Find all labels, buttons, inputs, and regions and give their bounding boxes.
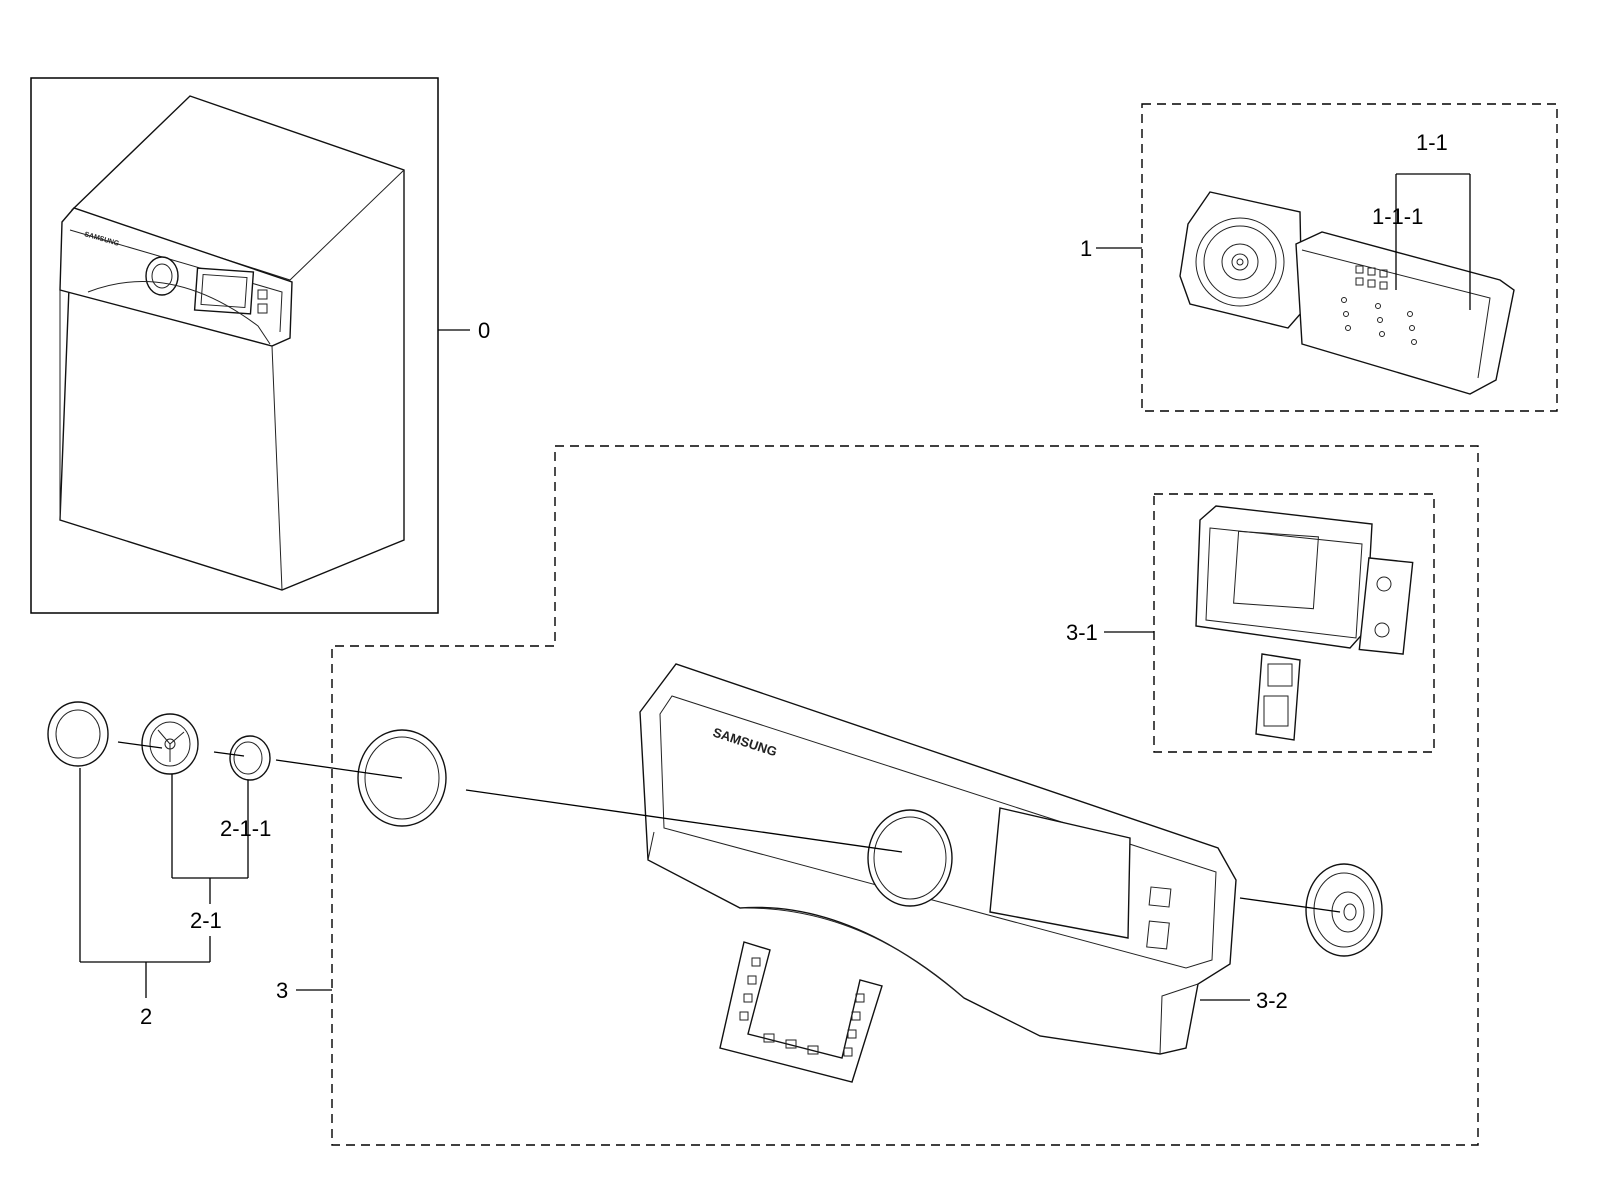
- washer-illustration-icon: SAMSUNG: [59, 95, 405, 591]
- knob-assembly-group: 2-1-1 2-1 2: [47, 701, 403, 1029]
- control-panel-group: 3 3-1 SAMSUNG: [276, 445, 1479, 1146]
- callout-1-1: 1-1: [1416, 130, 1448, 155]
- callout-1-1-1: 1-1-1: [1372, 204, 1423, 229]
- callout-3-2: 3-2: [1256, 988, 1288, 1013]
- pcb-dashed-frame: [1141, 103, 1558, 412]
- knob-body-icon: [141, 713, 199, 775]
- knob-cap-icon: [47, 701, 109, 767]
- pcb-keys: [1341, 265, 1417, 345]
- encoder-knob-icon: [1305, 863, 1383, 957]
- washer-frame: [30, 77, 439, 614]
- callout-0: 0: [478, 318, 490, 343]
- display-dashed-frame: [1153, 493, 1435, 753]
- callout-2: 2: [140, 1004, 152, 1029]
- pcb-group: 1: [1080, 103, 1558, 412]
- knob-ring-icon: [229, 735, 271, 781]
- display-board-icon: [1195, 505, 1414, 741]
- callout-3-1: 3-1: [1066, 620, 1098, 645]
- pcb-assembly-icon: [1179, 191, 1515, 395]
- key-pad-icon: [719, 941, 883, 1083]
- panel-dashed-frame: [331, 445, 1479, 1146]
- callout-2-1-1: 2-1-1: [220, 816, 271, 841]
- callout-1: 1: [1080, 236, 1092, 261]
- control-panel-icon: SAMSUNG: [639, 663, 1237, 1055]
- callout-2-1: 2-1: [190, 908, 222, 933]
- callout-3: 3: [276, 978, 288, 1003]
- panel-display-window: [989, 807, 1131, 939]
- washer-group: SAMSUNG 0: [30, 77, 490, 614]
- panel-knob-ring: [867, 809, 953, 907]
